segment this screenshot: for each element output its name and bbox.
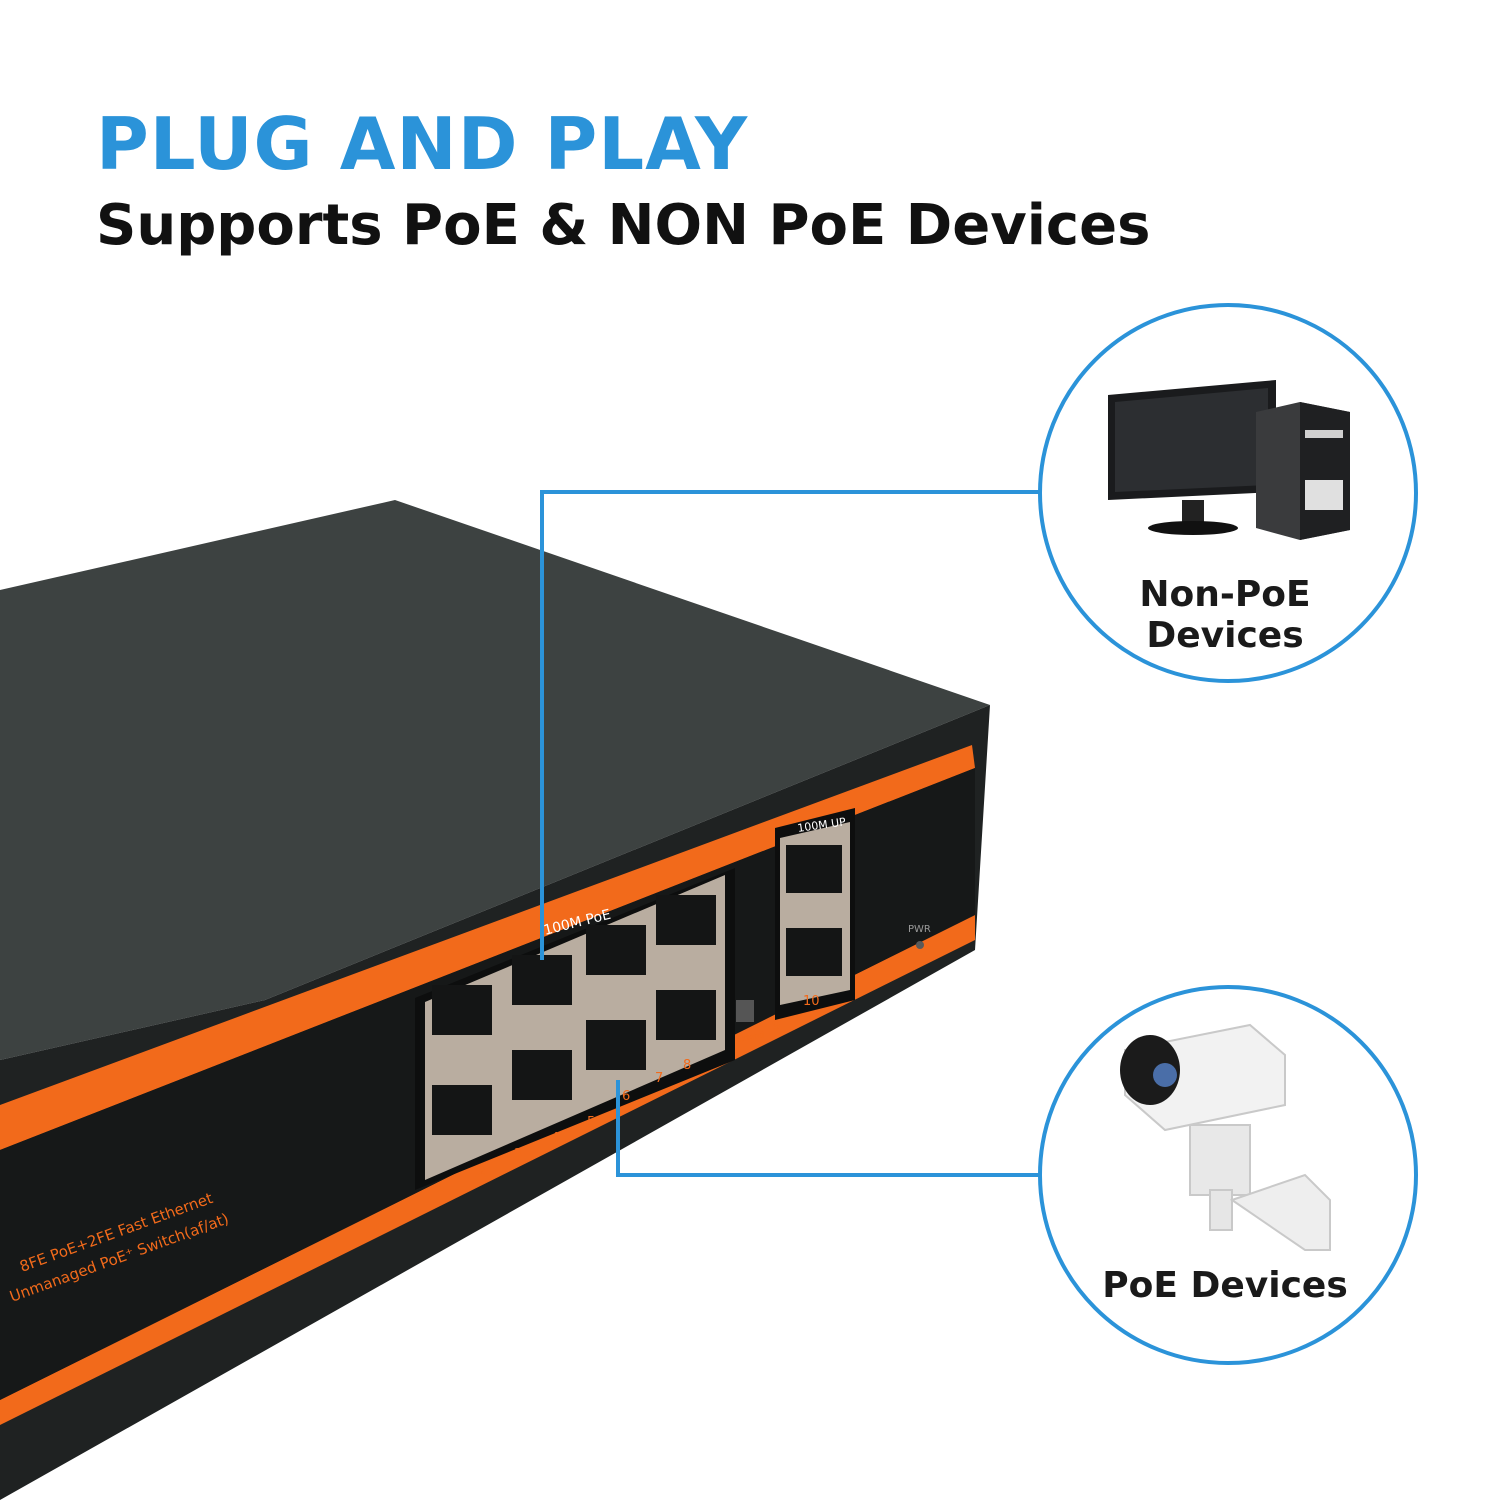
port-8[interactable] [656, 990, 716, 1040]
port-label-5: 5 [587, 1115, 595, 1130]
port-6[interactable] [586, 1020, 646, 1070]
port-3[interactable] [512, 955, 572, 1005]
port-label-10: 10 [803, 994, 820, 1009]
port-10[interactable] [786, 928, 842, 976]
connector-line-non-poe [540, 490, 1040, 960]
port-label-7: 7 [655, 1071, 663, 1086]
port-7[interactable] [656, 895, 716, 945]
poe-devices-label: PoE Devices [1102, 1265, 1348, 1306]
port-label-6: 6 [622, 1089, 630, 1104]
port-1[interactable] [432, 985, 492, 1035]
port-label-1: 1 [436, 1181, 444, 1196]
poe-switch: 100M PoE 100M UP PWR Extend 8FE PoE+2FE … [0, 500, 990, 1500]
poe-ports-top [432, 895, 716, 1035]
switch-top-surface [0, 500, 990, 1060]
switch-orange-stripe-top [0, 745, 975, 1150]
poe-port-surround [425, 875, 725, 1180]
port-label-9: 9 [772, 1019, 780, 1034]
connector-line-poe [616, 1080, 1040, 1177]
port-9[interactable] [786, 845, 842, 893]
port-label-2: 2 [478, 1164, 486, 1179]
port-label-3: 3 [514, 1147, 522, 1162]
desktop-computer-icon [1108, 380, 1350, 540]
port-number-labels: 1 2 3 4 5 6 7 8 9 10 [436, 994, 820, 1196]
port-4[interactable] [512, 1050, 572, 1100]
subheadline: Supports PoE & NON PoE Devices [96, 193, 1151, 258]
security-camera-icon [1120, 1023, 1331, 1251]
port-label-8: 8 [683, 1058, 691, 1073]
power-label: PWR [908, 924, 931, 935]
extend-switch[interactable] [736, 1000, 754, 1022]
non-poe-devices-label: Non-PoE Devices [1139, 574, 1311, 657]
port-5[interactable] [586, 925, 646, 975]
poe-ports-bottom [432, 990, 716, 1135]
headline: PLUG AND PLAY [96, 102, 749, 186]
power-led [916, 941, 924, 949]
port-2[interactable] [432, 1085, 492, 1135]
port-label-4: 4 [551, 1131, 559, 1146]
